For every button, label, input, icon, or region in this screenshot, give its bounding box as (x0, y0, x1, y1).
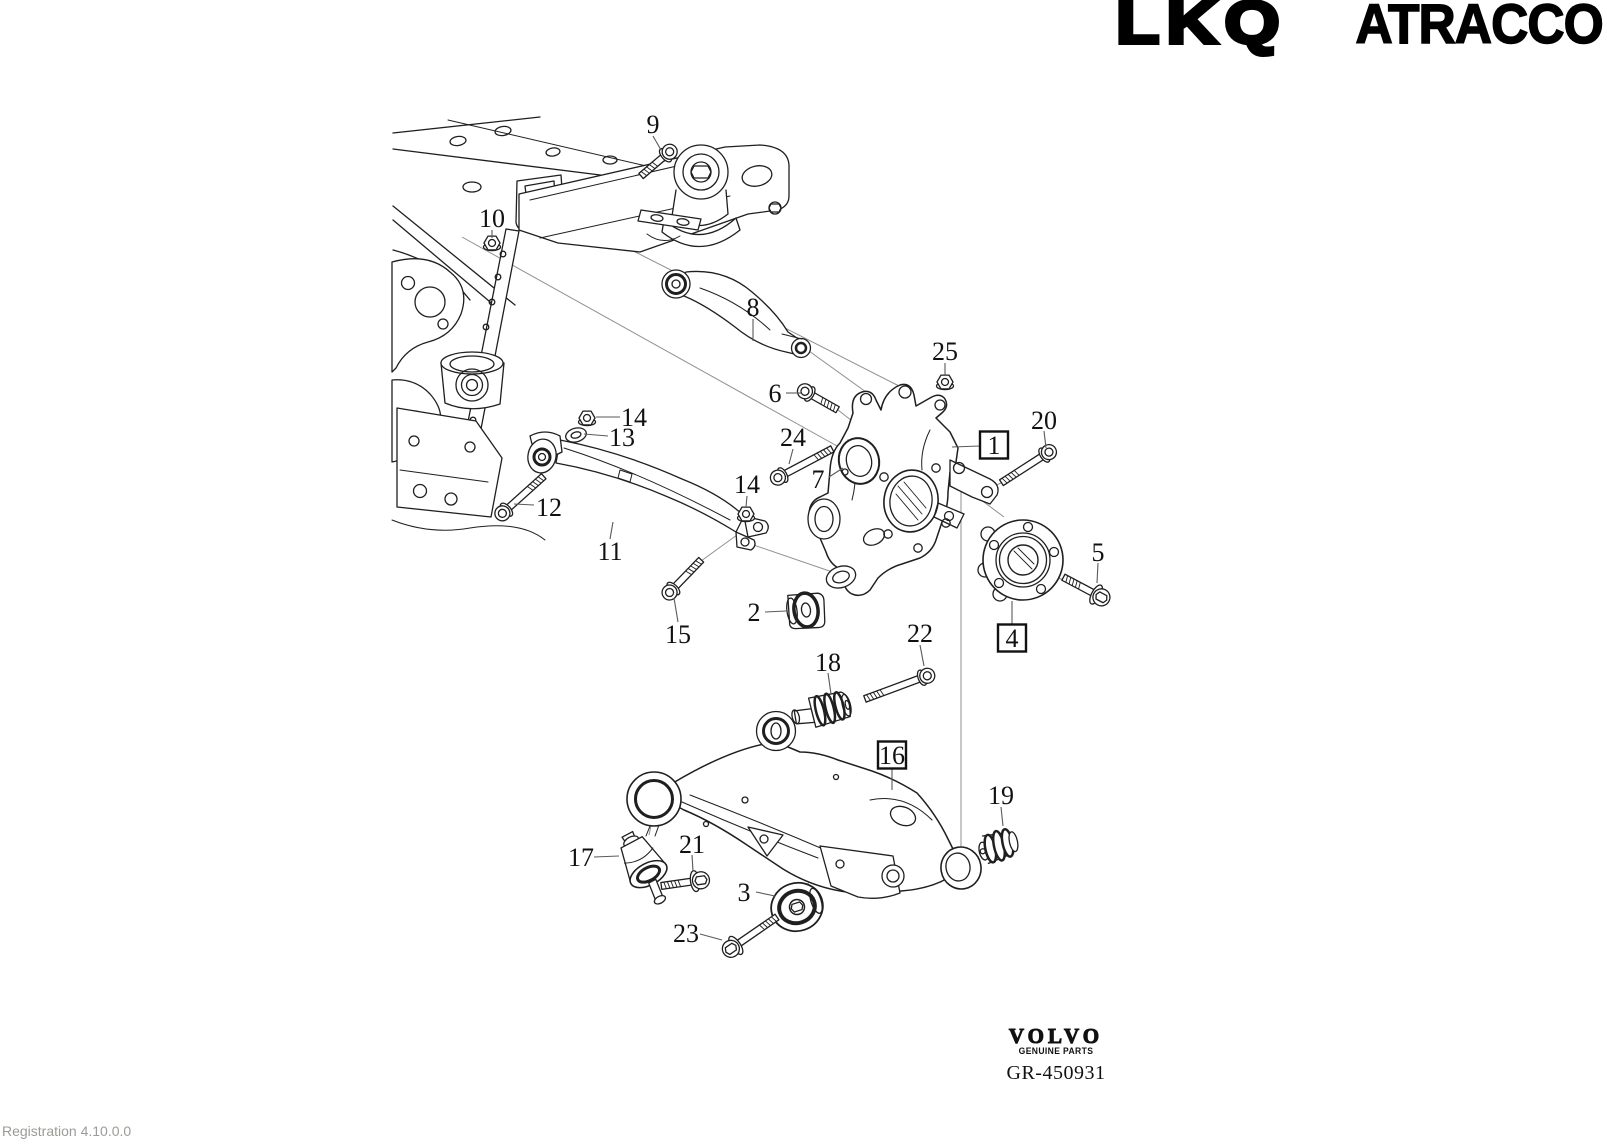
callout-box (996, 623, 1028, 653)
callout-24[interactable]: 24 (780, 423, 806, 465)
volvo-logo: VOLVO (1008, 1024, 1104, 1048)
callout-number: 9 (647, 110, 660, 139)
bushing19-art (978, 827, 1019, 865)
callout-17[interactable]: 17 (568, 843, 620, 872)
track-rod-art (527, 431, 769, 551)
callout-23[interactable]: 23 (673, 919, 723, 948)
callout-leader-line (951, 445, 981, 448)
callout-number: 2 (748, 598, 761, 627)
callout-number: 17 (568, 843, 594, 872)
subframe-art (391, 116, 656, 541)
callout-number: 5 (1092, 538, 1105, 567)
bushing3-art (770, 881, 824, 933)
callout-leader-line (652, 135, 662, 151)
callout-number: 4 (1006, 624, 1019, 653)
callout-box (876, 740, 908, 770)
fasteners-art (482, 143, 1111, 958)
callout-leader-line (919, 644, 925, 667)
callout-number: 25 (932, 337, 958, 366)
callout-number: 14 (621, 403, 647, 432)
callout-layer: 1234567891011121314141516171819202122232… (479, 110, 1105, 948)
callout-number: 12 (536, 493, 562, 522)
callout-leader-line (699, 933, 723, 941)
callout-19[interactable]: 19 (988, 781, 1014, 827)
lower-arm-art (626, 710, 982, 899)
callout-number: 6 (769, 379, 782, 408)
callout-8[interactable]: 8 (747, 293, 760, 341)
callout-number: 7 (812, 465, 825, 494)
volvo-tagline: GENUINE PARTS (1018, 1046, 1094, 1056)
callout-20[interactable]: 20 (1031, 406, 1057, 449)
callout-leader-line (764, 610, 787, 613)
callout-14[interactable]: 14 (734, 470, 760, 508)
callout-leader-line (583, 433, 609, 437)
atracco-logo: ATRACCO (1355, 0, 1605, 55)
bushing18-art (791, 691, 852, 728)
callout-7[interactable]: 7 (812, 465, 844, 494)
callout-box (978, 430, 1010, 460)
callout-leader-line (1096, 562, 1099, 584)
diagram-artwork (391, 116, 1111, 958)
callout-leader-line (827, 672, 832, 695)
registration-label: Registration 4.10.0.0 (2, 1123, 132, 1139)
callout-number: 11 (597, 537, 622, 566)
callout-leader-line (593, 855, 620, 858)
callout-leader-line (745, 495, 748, 508)
callout-13[interactable]: 13 (583, 423, 635, 452)
bushing2-art (786, 591, 826, 630)
callout-leader-line (1000, 806, 1004, 827)
callout-number: 13 (609, 423, 635, 452)
callout-leader-line (788, 448, 794, 465)
callout-15[interactable]: 15 (665, 597, 691, 649)
subframe-beam-art (518, 144, 790, 253)
hub-art (977, 519, 1064, 602)
callout-number: 15 (665, 620, 691, 649)
callout-leader-line (513, 503, 535, 506)
upper-arm-art (661, 269, 812, 359)
callout-number: 21 (679, 830, 705, 859)
callout-number: 23 (673, 919, 699, 948)
callout-11[interactable]: 11 (597, 521, 623, 566)
volvo-stamp: VOLVO GENUINE PARTS GR-450931 (996, 1024, 1116, 1085)
callout-10[interactable]: 10 (479, 204, 505, 238)
callout-12[interactable]: 12 (513, 493, 562, 522)
callout-number: 22 (907, 619, 933, 648)
callout-leader-line (1043, 430, 1047, 449)
callout-16[interactable]: 16 (876, 740, 908, 790)
callout-number: 24 (780, 423, 806, 452)
callout-number: 14 (734, 470, 760, 499)
callout-leader-line (828, 467, 844, 478)
callout-3[interactable]: 3 (738, 878, 776, 907)
callout-1[interactable]: 1 (951, 430, 1010, 460)
callout-number: 16 (879, 741, 905, 770)
callout-21[interactable]: 21 (679, 830, 705, 872)
callout-4[interactable]: 4 (996, 601, 1028, 653)
knuckle-art (807, 383, 999, 597)
callout-5[interactable]: 5 (1092, 538, 1105, 584)
callout-number: 20 (1031, 406, 1057, 435)
drawing-number: GR-450931 (1006, 1062, 1106, 1084)
callout-number: 18 (815, 648, 841, 677)
callout-leader-line (755, 891, 776, 897)
callout-2[interactable]: 2 (748, 598, 787, 627)
callout-leader-line (609, 521, 614, 540)
callout-18[interactable]: 18 (815, 648, 841, 695)
callout-14[interactable]: 14 (596, 403, 647, 432)
callout-25[interactable]: 25 (932, 337, 958, 376)
callout-number: 8 (747, 293, 760, 322)
callout-22[interactable]: 22 (907, 619, 933, 667)
callout-number: 1 (988, 431, 1001, 460)
callout-9[interactable]: 9 (647, 110, 662, 151)
bushing17-art (620, 830, 668, 905)
callout-6[interactable]: 6 (769, 379, 802, 408)
callout-leader-line (691, 854, 694, 872)
callout-leader-line (673, 597, 679, 623)
lkq-logo: LKQ (1114, 0, 1287, 56)
callout-number: 10 (479, 204, 505, 233)
callout-number: 19 (988, 781, 1014, 810)
callout-number: 3 (738, 878, 751, 907)
